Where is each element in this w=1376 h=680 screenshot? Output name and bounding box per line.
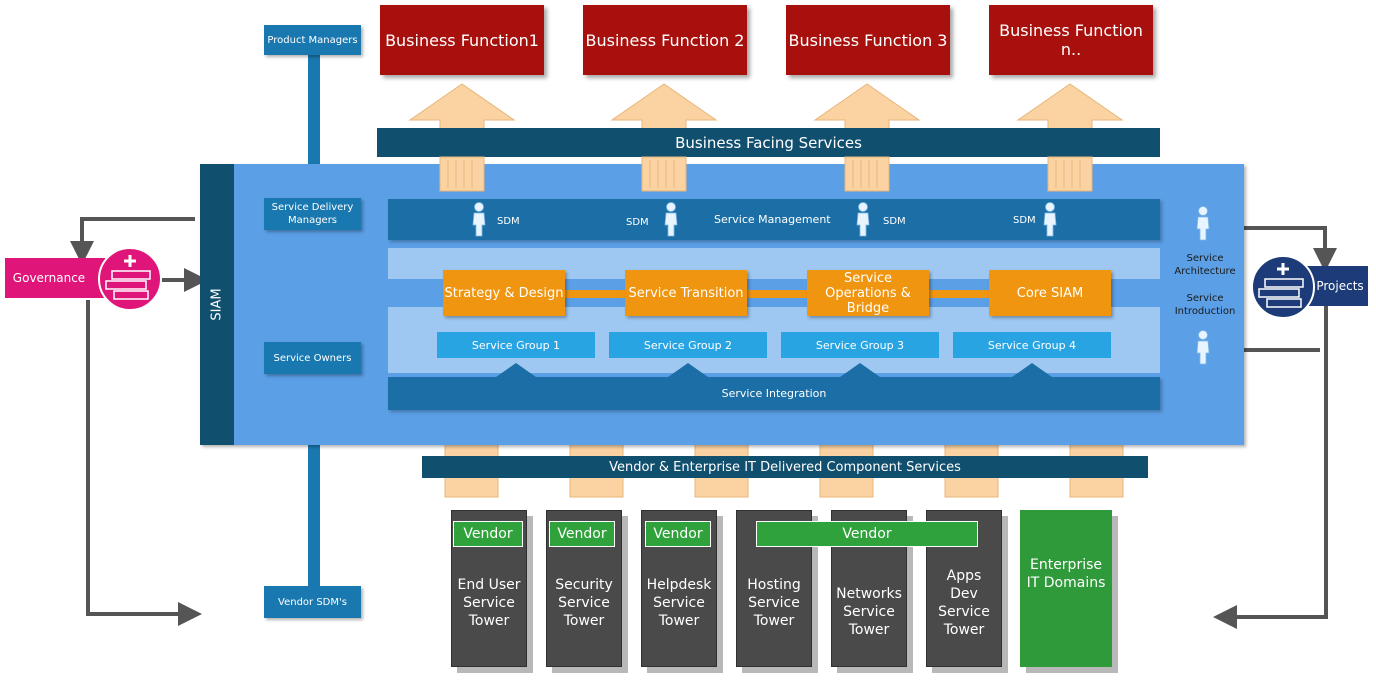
sdm-label-4: SDM: [1013, 215, 1036, 226]
sdm-label-3: SDM: [883, 216, 906, 227]
service-group-4: Service Group 4: [953, 332, 1111, 358]
projects-input-arrow: [1218, 226, 1337, 272]
vendor-tag-shared: Vendor: [756, 521, 978, 547]
vendor-tag-helpdesk: Vendor: [645, 521, 711, 547]
service-integration-band: Service Integration: [388, 377, 1160, 410]
process-connector: [520, 290, 1020, 298]
sdm-label-1: SDM: [497, 216, 520, 227]
business-function-1: Business Function1: [380, 5, 544, 75]
business-function-3: Business Function 3: [786, 5, 950, 75]
governance-box: Governance: [5, 258, 105, 298]
business-function-2: Business Function 2: [583, 5, 747, 75]
service-introduction-label: Service Introduction: [1174, 293, 1236, 317]
governance-icon: [98, 247, 162, 311]
component-services-bar: Vendor & Enterprise IT Delivered Compone…: [422, 456, 1148, 478]
person-icon: [1196, 206, 1210, 241]
projects-down-arrow: [1213, 300, 1328, 629]
service-management-label: Service Management: [714, 213, 831, 226]
governance-down-arrow: [86, 300, 202, 626]
service-group-1: Service Group 1: [437, 332, 595, 358]
person-icon: [856, 202, 870, 237]
tower-label: End User Service Tower: [457, 576, 521, 629]
tower-label: Apps Dev Service Tower: [938, 567, 990, 638]
projects-icon: [1251, 255, 1315, 319]
service-owners-box: Service Owners: [264, 342, 361, 374]
siam-bar: SIAM: [200, 164, 234, 445]
business-function-n: Business Function n..: [989, 5, 1153, 75]
arrow-stem: [1047, 156, 1093, 192]
process-service-transition: Service Transition: [625, 270, 747, 316]
service-group-label: Service Group 1: [471, 338, 561, 352]
person-icon: [472, 202, 486, 237]
process-core-siam: Core SIAM: [989, 270, 1111, 316]
service-group-label: Service Group 4: [987, 338, 1077, 352]
process-strategy-design: Strategy & Design: [443, 270, 565, 316]
business-facing-services-bar: Business Facing Services: [377, 128, 1160, 157]
tower-label: Helpdesk Service Tower: [646, 576, 712, 629]
vendor-sdms-box: Vendor SDM's: [264, 586, 361, 618]
enterprise-it-domains: Enterprise IT Domains: [1020, 510, 1112, 667]
sdm-label-2: SDM: [626, 217, 649, 228]
service-delivery-managers-box: Service Delivery Managers: [264, 198, 361, 230]
vendor-tag-security: Vendor: [549, 521, 615, 547]
service-management-band: [388, 199, 1160, 240]
tower-label: Security Service Tower: [555, 576, 613, 629]
service-group-2: Service Group 2: [609, 332, 767, 358]
process-service-operations: Service Operations & Bridge: [807, 270, 929, 316]
arrow-stem: [844, 156, 890, 192]
arrow-stem: [641, 156, 687, 192]
enterprise-it-label: Enterprise IT Domains: [1026, 556, 1106, 591]
service-group-label: Service Group 3: [815, 338, 905, 352]
governance-feedback-arrow: [70, 217, 195, 265]
tower-label: Networks Service Tower: [836, 585, 902, 638]
person-icon: [1043, 202, 1057, 237]
vendor-tag-end-user: Vendor: [453, 521, 523, 547]
projects-label: Projects: [1316, 279, 1364, 293]
person-icon: [1196, 330, 1210, 365]
service-architecture-label: Service Architecture: [1174, 253, 1236, 277]
service-group-3: Service Group 3: [781, 332, 939, 358]
service-group-label: Service Group 2: [643, 338, 733, 352]
person-icon: [664, 202, 678, 237]
governance-label: Governance: [12, 271, 86, 285]
tower-label: Hosting Service Tower: [747, 576, 801, 629]
product-managers-box: Product Managers: [264, 25, 361, 55]
arrow-stem: [439, 156, 485, 192]
